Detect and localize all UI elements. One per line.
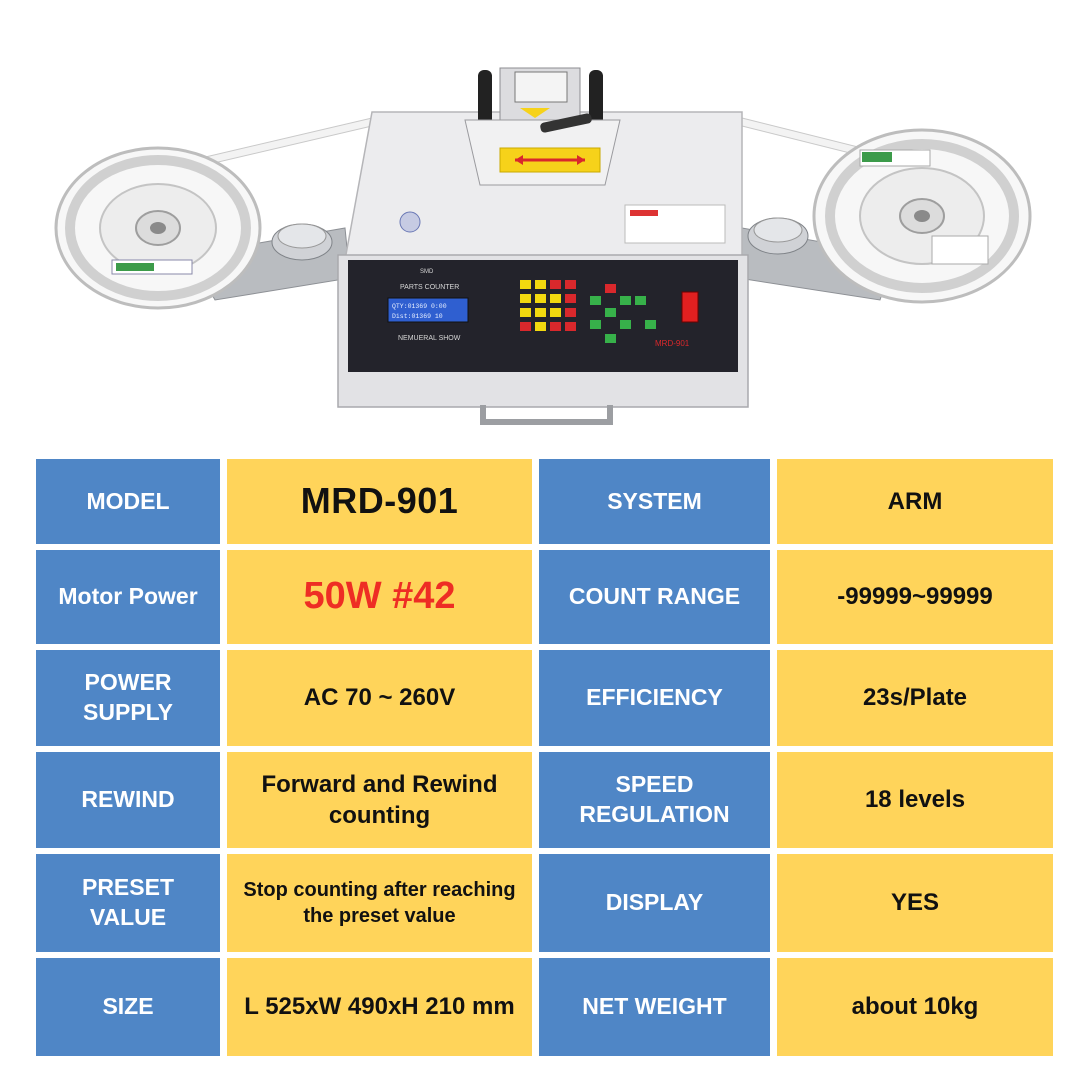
value-power-supply: AC 70 ~ 260V xyxy=(227,650,532,746)
value-count-range: -99999~99999 xyxy=(777,550,1053,644)
lcd-line-1: QTY:01369 0:00 xyxy=(392,303,447,310)
label-preset-value: PRESET VALUE xyxy=(36,854,220,952)
product-photo: SMD PARTS COUNTER QTY:01369 0:00 Dist:01… xyxy=(54,67,1032,425)
label-model: MODEL xyxy=(36,459,220,544)
value-rewind: Forward and Rewind counting xyxy=(227,752,532,848)
label-display: DISPLAY xyxy=(539,854,770,952)
label-system: SYSTEM xyxy=(539,459,770,544)
label-rewind: REWIND xyxy=(36,752,220,848)
label-speed-regulation: SPEED REGULATION xyxy=(539,752,770,848)
label-size: SIZE xyxy=(36,958,220,1056)
value-display: YES xyxy=(777,854,1053,952)
label-net-weight: NET WEIGHT xyxy=(539,958,770,1056)
value-size: L 525xW 490xH 210 mm xyxy=(227,958,532,1056)
model-plate: MRD-901 xyxy=(655,339,690,348)
svg-text:SMD: SMD xyxy=(420,269,434,275)
control-panel: SMD PARTS COUNTER QTY:01369 0:00 Dist:01… xyxy=(348,260,738,372)
label-motor-power: Motor Power xyxy=(36,550,220,644)
label-power-supply: POWER SUPPLY xyxy=(36,650,220,746)
value-motor-power: 50W #42 xyxy=(227,550,532,644)
display-caption: NEMUERAL SHOW xyxy=(398,335,461,342)
value-efficiency: 23s/Plate xyxy=(777,650,1053,746)
value-model: MRD-901 xyxy=(227,459,532,544)
lcd-screen xyxy=(387,297,469,323)
value-preset-value: Stop counting after reaching the preset … xyxy=(227,854,532,952)
value-system: ARM xyxy=(777,459,1053,544)
value-speed-regulation: 18 levels xyxy=(777,752,1053,848)
label-efficiency: EFFICIENCY xyxy=(539,650,770,746)
label-count-range: COUNT RANGE xyxy=(539,550,770,644)
value-net-weight: about 10kg xyxy=(777,958,1053,1056)
right-reel xyxy=(812,128,1032,304)
power-switch xyxy=(681,291,699,323)
panel-title: PARTS COUNTER xyxy=(400,284,459,291)
keypad xyxy=(520,280,656,343)
left-reel xyxy=(54,146,262,310)
lcd-line-2: Dist:01369 10 xyxy=(392,313,443,320)
sensor-head xyxy=(464,67,621,186)
